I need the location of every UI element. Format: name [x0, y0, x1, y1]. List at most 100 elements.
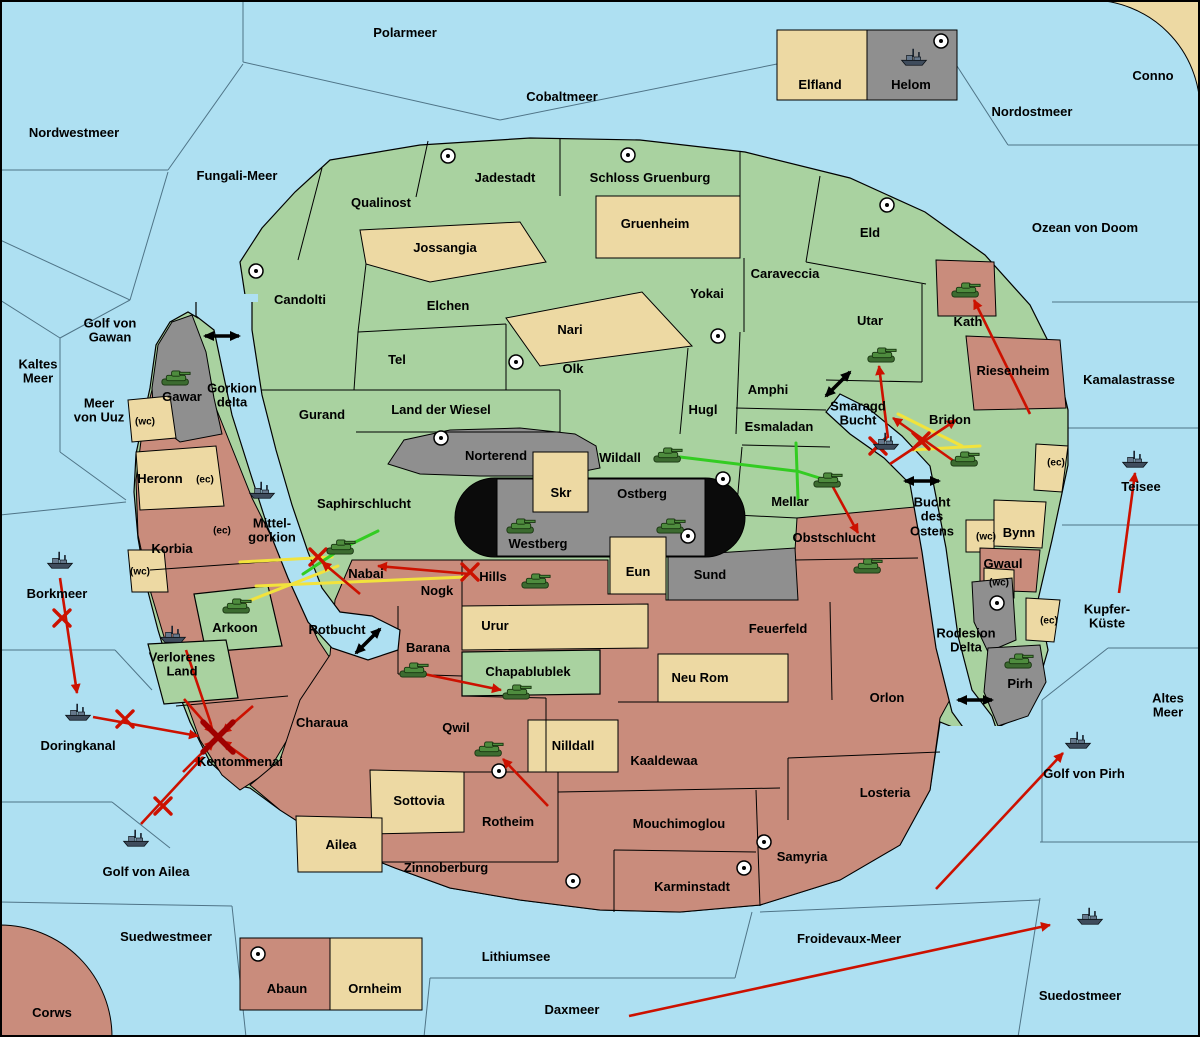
order-arrows [52, 299, 1139, 1018]
attack-arrow-red [935, 752, 1064, 890]
region-bynn[interactable] [993, 499, 1047, 549]
blocked-x-mark [153, 796, 173, 816]
strait-crossing-arrow [824, 370, 852, 398]
sea-border-line [0, 299, 61, 339]
city-marker-dot [439, 436, 443, 440]
region-ec-northeast[interactable] [1033, 443, 1069, 493]
blocked-x-mark [460, 562, 480, 582]
territory-border [735, 331, 741, 435]
region-gruenheim[interactable] [595, 195, 741, 259]
territory-border [794, 557, 919, 561]
city-marker-dot [514, 360, 518, 364]
sea-border-line [167, 63, 244, 171]
sea-border-line [1041, 647, 1109, 701]
attack-arrow-red [502, 758, 549, 807]
city-marker-dot [256, 952, 260, 956]
region-eun[interactable] [609, 536, 667, 595]
territory-border [787, 751, 941, 759]
region-rodesion[interactable] [971, 577, 1017, 653]
blocked-x-mark [115, 709, 135, 729]
territory-border [613, 849, 757, 853]
attack-arrow-red [875, 365, 890, 439]
region-uuz-wc[interactable] [127, 395, 177, 443]
region-riesenheim[interactable] [965, 335, 1067, 411]
sea-border-line [0, 239, 131, 301]
attack-arrow-red [972, 299, 1032, 415]
sea-border-line [0, 501, 127, 516]
sea-border-line [1017, 897, 1041, 1037]
region-neu-rom[interactable] [657, 653, 789, 703]
city-marker-dot [626, 153, 630, 157]
city-marker-dot [762, 840, 766, 844]
sea-border-line [111, 801, 171, 849]
sea-border-line [956, 65, 1009, 146]
region-nilldall[interactable] [527, 719, 619, 773]
region-urur[interactable] [461, 603, 649, 651]
support-line-yellow [896, 412, 964, 448]
territory-border [297, 167, 323, 261]
region-sund[interactable] [667, 547, 799, 601]
territory-border [679, 347, 689, 435]
battle-x-mark [200, 719, 236, 755]
region-arkoon[interactable] [193, 585, 283, 653]
blocked-x-mark [308, 547, 328, 567]
sea-border-line [499, 63, 778, 121]
region-bynn-wc[interactable] [965, 519, 995, 553]
city-marker-dot [885, 203, 889, 207]
city-marker-dot [939, 39, 943, 43]
region-westberg-ostberg[interactable] [496, 478, 706, 557]
region-corws[interactable] [0, 924, 113, 1037]
sea-border-line [114, 649, 153, 691]
attack-arrow-red [58, 577, 81, 694]
territory-border [735, 407, 827, 411]
support-line-yellow [910, 444, 982, 452]
strait-crossing-arrow [354, 627, 382, 655]
territory-border [805, 261, 927, 285]
region-sottovia[interactable] [369, 769, 465, 835]
attack-arrow-red [423, 672, 502, 694]
territory-border [357, 263, 367, 333]
inlet-mouth-north [190, 294, 258, 302]
region-nari[interactable] [505, 291, 694, 367]
sea-border-line [759, 899, 1041, 913]
region-chapablublek[interactable] [461, 649, 601, 697]
region-heronn[interactable] [135, 445, 225, 511]
legend-cell-ornheim[interactable] [329, 937, 423, 1011]
city-marker-dot [254, 269, 258, 273]
region-jossangia[interactable] [359, 221, 547, 283]
territory-border [741, 444, 831, 448]
blocked-x-mark [911, 431, 931, 451]
city-marker-dot [716, 334, 720, 338]
territory-border [805, 175, 821, 263]
region-korbia-wc[interactable] [127, 549, 169, 593]
blocked-x-mark [52, 608, 72, 628]
territory-border [557, 787, 781, 793]
region-ailea[interactable] [295, 815, 383, 873]
territory-border [353, 331, 359, 391]
region-skr[interactable] [532, 451, 589, 513]
territory-border [829, 601, 833, 701]
territory-border [735, 514, 798, 519]
territory-border [755, 789, 761, 907]
attack-arrow-red [92, 715, 199, 740]
territory-border [175, 695, 289, 707]
territory-border-lines [149, 138, 941, 912]
sea-border-line [129, 171, 169, 301]
sea-border-line [59, 451, 127, 501]
city-marker-dot [571, 879, 575, 883]
legend-cell-elfland[interactable] [776, 29, 868, 101]
attack-arrow-red [321, 561, 361, 595]
inlet-mouth-south [948, 726, 1006, 750]
city-marker-dot [995, 601, 999, 605]
sea-border-line [0, 901, 233, 907]
region-ec-southeast[interactable] [1025, 597, 1061, 643]
sea-border-line [231, 905, 247, 1037]
city-marker-dot [742, 866, 746, 870]
attack-arrow-red [1117, 472, 1139, 594]
attack-arrow-red [184, 649, 213, 725]
city-marker-dot [446, 154, 450, 158]
